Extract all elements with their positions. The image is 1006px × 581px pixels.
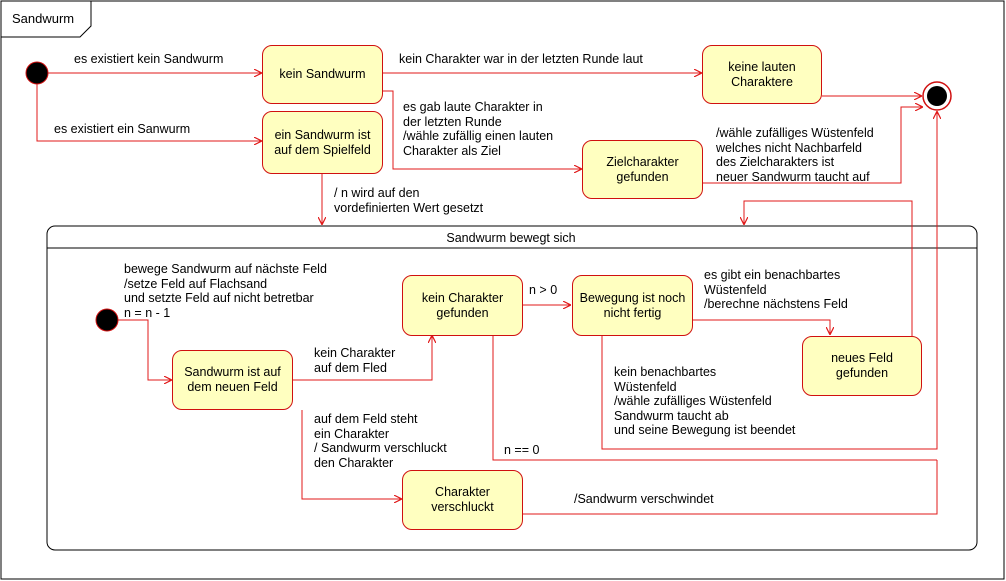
end-node-core	[927, 86, 947, 106]
label-charakter-auf-feld: auf dem Feld steht ein Charakter / Sandw…	[314, 412, 447, 470]
start-node-outer	[25, 61, 49, 85]
label-n-vordefiniert: / n wird auf den vordefinierten Wert ges…	[334, 186, 484, 215]
label-sandwurm-verschwindet: /Sandwurm verschwindet	[574, 492, 714, 506]
state-kein-charakter-gefunden: kein Charakter gefunden	[402, 275, 523, 336]
edge-inner-start-neues-feld	[118, 319, 171, 380]
edge-start-sandwurm-spielfeld	[36, 84, 261, 141]
edge-neues-feld-composite	[744, 200, 913, 336]
composite-state	[46, 225, 978, 551]
state-keine-lauten-charaktere: keine lauten Charaktere	[702, 45, 822, 104]
state-sandwurm-auf-spielfeld: ein Sandwurm ist auf dem Spielfeld	[262, 111, 383, 174]
frame-title: Sandwurm	[12, 11, 74, 26]
label-benachbartes-wuestenfeld: es gibt ein benachbartes Wüstenfeld /ber…	[704, 268, 848, 311]
edge-kein-sandwurm-zielcharakter	[383, 90, 581, 169]
state-kein-sandwurm: kein Sandwurm	[262, 45, 383, 104]
label-kein-charakter-laut: kein Charakter war in der letzten Runde …	[399, 52, 643, 66]
state-zielcharakter-gefunden: Zielcharakter gefunden	[582, 140, 703, 199]
label-es-existiert-kein-sandwurm: es existiert kein Sandwurm	[74, 52, 224, 66]
edge-neues-feld-kein-charakter	[293, 336, 432, 381]
state-bewegung-nicht-fertig: Bewegung ist noch nicht fertig	[572, 275, 693, 336]
state-sandwurm-neues-feld: Sandwurm ist auf dem neuen Feld	[172, 350, 293, 410]
label-n-gleich-0: n == 0	[504, 443, 540, 457]
edge-kein-charakter-end	[492, 336, 937, 461]
edge-bewegung-end	[601, 112, 937, 450]
composite-title: Sandwurm bewegt sich	[446, 231, 575, 245]
label-kein-benachbartes-wuestenfeld: kein benachbartes Wüstenfeld /wähle zufä…	[614, 365, 796, 437]
state-neues-feld-gefunden: neues Feld gefunden	[802, 336, 922, 396]
label-laute-charakter: es gab laute Charakter in der letzten Ru…	[403, 100, 554, 158]
label-kein-charakter-auf-feld: kein Charakter auf dem Fled	[314, 346, 396, 375]
label-bewege-sandwurm: bewege Sandwurm auf nächste Feld /setze …	[124, 262, 327, 320]
edge-zielcharakter-end	[703, 107, 922, 184]
frame-title-tab	[1, 1, 92, 38]
state-charakter-verschluckt: Charakter verschluckt	[402, 470, 523, 530]
edge-verschluckt-end	[523, 460, 938, 515]
start-node-inner	[95, 308, 119, 332]
label-waehle-zufaelliges-wuestenfeld: /wähle zufälliges Wüstenfeld welches nic…	[716, 126, 874, 184]
edge-bewegung-neues-feld	[693, 319, 830, 334]
label-es-existiert-ein-sanwurm: es existiert ein Sanwurm	[54, 122, 191, 136]
label-n-groesser-0: n > 0	[529, 283, 558, 297]
edge-neues-feld-verschluckt	[301, 410, 401, 499]
